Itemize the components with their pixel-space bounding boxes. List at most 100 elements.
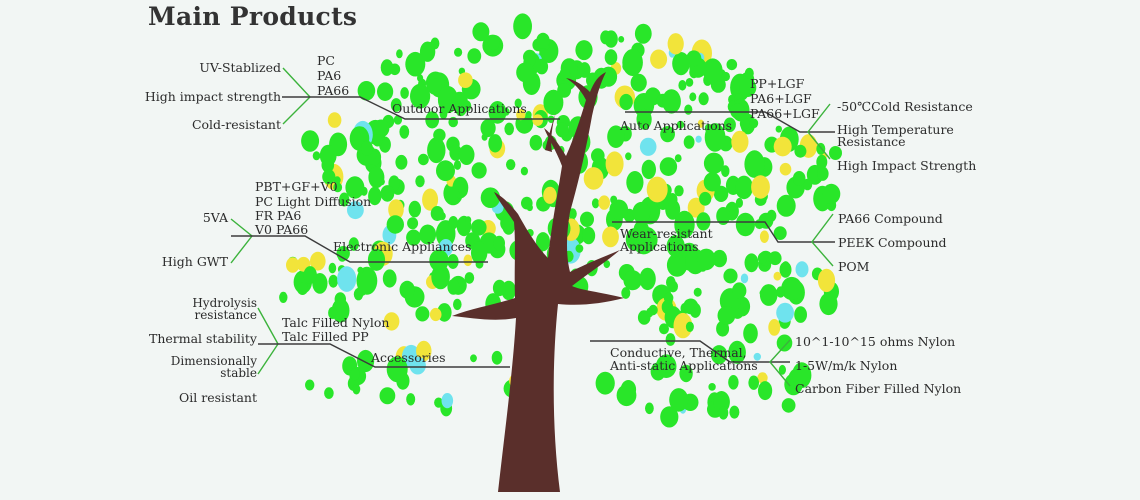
leaf-dot bbox=[685, 78, 694, 87]
leaf-dot bbox=[723, 117, 736, 133]
feature-cold-resistance-50c: -50℃Cold Resistance bbox=[837, 99, 973, 114]
leaf-dot bbox=[795, 261, 809, 278]
leaf-dot bbox=[660, 406, 679, 428]
leaf-dot bbox=[729, 405, 740, 419]
leaf-dot bbox=[425, 111, 440, 129]
wear-category-line bbox=[612, 221, 835, 243]
feature-peek-compound: PEEK Compound bbox=[838, 235, 947, 250]
leaf-dot bbox=[603, 260, 611, 269]
leaf-dot bbox=[822, 183, 841, 204]
leaf-dot bbox=[427, 78, 442, 95]
leaf-dot bbox=[458, 144, 475, 165]
leaf-dot bbox=[740, 273, 749, 284]
leaf-dot bbox=[399, 280, 415, 299]
leaf-dot bbox=[646, 176, 668, 203]
leaf-dot bbox=[449, 144, 463, 161]
leaf-dot bbox=[666, 276, 676, 289]
leaf-dot bbox=[279, 291, 288, 303]
leaf-dot bbox=[819, 292, 838, 316]
leaf-dot bbox=[645, 402, 654, 415]
leaf-dot bbox=[749, 118, 759, 129]
leaf-dot bbox=[419, 41, 436, 62]
leaf-dot bbox=[406, 393, 416, 406]
feature-pom: POM bbox=[838, 259, 870, 274]
leaf-dot bbox=[415, 306, 430, 322]
leaf-dot bbox=[312, 151, 321, 161]
outdoor-category-line bbox=[282, 96, 560, 120]
leaf-dot bbox=[739, 78, 757, 97]
leaf-dot bbox=[471, 162, 487, 179]
leaf-dot bbox=[400, 87, 409, 99]
leaf-dot bbox=[575, 40, 593, 61]
leaf-dot bbox=[409, 356, 426, 375]
leaf-dot bbox=[744, 253, 759, 273]
leaf-dot bbox=[683, 299, 696, 312]
tree-branch-left-upper bbox=[545, 112, 556, 152]
leaf-dot bbox=[380, 185, 395, 202]
leaf-dot bbox=[698, 92, 709, 106]
leaf-dot bbox=[377, 82, 394, 101]
leaf-dot bbox=[650, 49, 668, 69]
leaf-dot bbox=[623, 270, 642, 291]
leaf-dot bbox=[667, 193, 678, 207]
leaf-dot bbox=[646, 307, 654, 318]
leaf-dot bbox=[359, 126, 366, 134]
leaf-dot bbox=[626, 171, 644, 194]
leaf-dot bbox=[721, 71, 730, 82]
leaf-dot bbox=[768, 319, 781, 336]
feature-oil-resistant: Oil resistant bbox=[179, 390, 257, 405]
leaf-dot bbox=[713, 185, 729, 202]
leaf-dot bbox=[735, 197, 744, 208]
leaf-dot bbox=[759, 284, 778, 306]
leaf-dot bbox=[659, 157, 678, 177]
leaf-dot bbox=[467, 48, 482, 64]
leaf-dot bbox=[372, 119, 390, 138]
leaf-dot bbox=[544, 89, 563, 113]
leaf-dot bbox=[829, 146, 842, 160]
leaf-dot bbox=[716, 207, 731, 225]
leaf-dot bbox=[436, 160, 455, 182]
leaf-dot bbox=[609, 199, 629, 220]
leaf-dot bbox=[328, 262, 337, 274]
leaf-dot bbox=[526, 204, 533, 212]
leaf-dot bbox=[721, 165, 730, 178]
leaf-dot bbox=[759, 230, 769, 243]
category-wear-resistant-applications: Wear-resistant Applications bbox=[620, 226, 713, 254]
leaf-dot bbox=[491, 350, 503, 365]
leaf-dot bbox=[778, 364, 787, 375]
leaf-dot bbox=[683, 135, 695, 149]
leaf-dot bbox=[437, 86, 459, 114]
leaf-dot bbox=[352, 384, 361, 395]
leaf-dot bbox=[697, 119, 705, 128]
outdoor-feature-bracket bbox=[282, 67, 311, 125]
leaf-dot bbox=[429, 307, 442, 322]
leaf-dot bbox=[674, 154, 682, 163]
leaf-dot bbox=[516, 62, 534, 83]
category-electronic-appliances: Electronic Appliances bbox=[333, 239, 472, 254]
leaf-dot bbox=[693, 287, 702, 297]
material-pa66: PA66 bbox=[317, 83, 350, 98]
leaf-dot bbox=[776, 286, 785, 298]
leaf-dot bbox=[757, 372, 768, 384]
category-outdoor-applications: Outdoor Applications bbox=[392, 101, 527, 116]
leaf-dot bbox=[776, 334, 793, 352]
leaf-dot bbox=[678, 80, 687, 91]
leaf-dot bbox=[451, 91, 468, 110]
feature-high-temperature-resistance: High Temperature Resistance bbox=[837, 122, 954, 149]
leaf-dot bbox=[684, 104, 693, 115]
leaf-dot bbox=[580, 211, 594, 227]
leaf-dot bbox=[696, 248, 716, 271]
auto-category-line bbox=[625, 111, 835, 133]
leaf-dot bbox=[616, 384, 637, 407]
leaf-dot bbox=[634, 23, 652, 44]
leaf-dot bbox=[753, 352, 761, 361]
leaf-dot bbox=[568, 208, 577, 220]
leaf-dot bbox=[536, 232, 550, 252]
leaf-dot bbox=[718, 406, 729, 420]
leaf-dot bbox=[345, 176, 365, 199]
leaf-dot bbox=[781, 398, 796, 413]
leaf-dot bbox=[605, 151, 624, 177]
feature-cold-resistant: Cold-resistant bbox=[191, 117, 281, 132]
leaf-dot bbox=[685, 321, 694, 332]
leaf-dot bbox=[619, 93, 633, 111]
